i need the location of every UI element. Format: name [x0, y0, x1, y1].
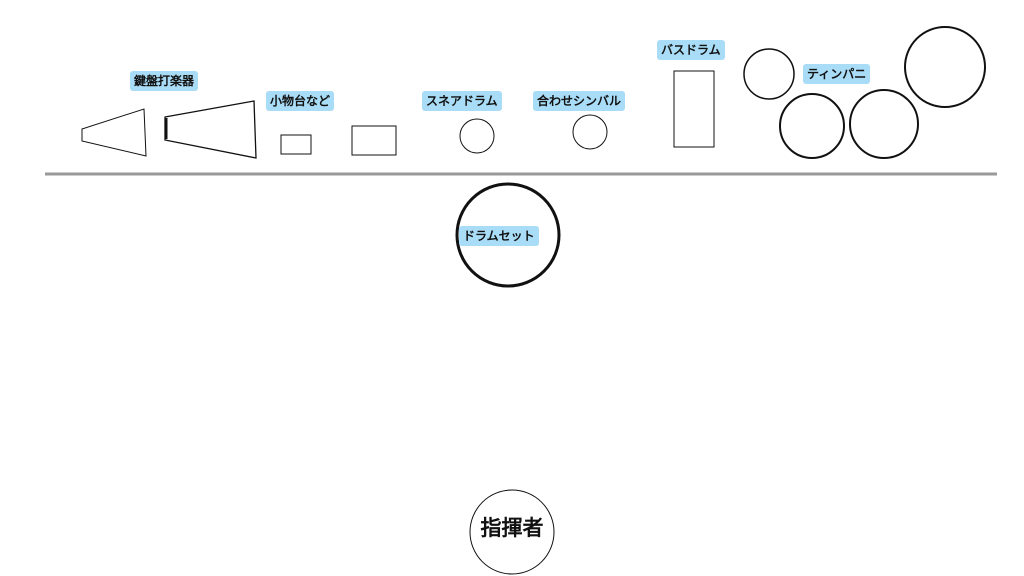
- small-table-1: [280, 134, 312, 155]
- crash-cymbals-label: 合わせシンバル: [533, 91, 626, 111]
- small-items-label: 小物台など: [266, 91, 335, 111]
- small-table-2: [351, 125, 397, 156]
- timpani-medium-left: [779, 93, 845, 159]
- keyboard-percussion-small: [81, 108, 147, 157]
- conductor-label: 指揮者: [480, 516, 544, 540]
- timpani-medium-right: [849, 89, 919, 159]
- snare-drum-shape: [459, 118, 495, 154]
- bass-drum-shape: [673, 70, 715, 148]
- timpani-large: [904, 26, 986, 108]
- keyboard-percussion-label: 鍵盤打楽器: [130, 71, 199, 91]
- bass-drum-label: バスドラム: [657, 40, 725, 60]
- keyboard-percussion-large: [164, 100, 257, 159]
- timpani-label: ティンパニ: [803, 64, 871, 84]
- drum-set-label: ドラムセット: [459, 226, 539, 246]
- snare-drum-label: スネアドラム: [422, 91, 502, 111]
- timpani-small: [743, 48, 795, 100]
- conductor-circle: [469, 489, 555, 575]
- crash-cymbals-shape: [572, 114, 608, 150]
